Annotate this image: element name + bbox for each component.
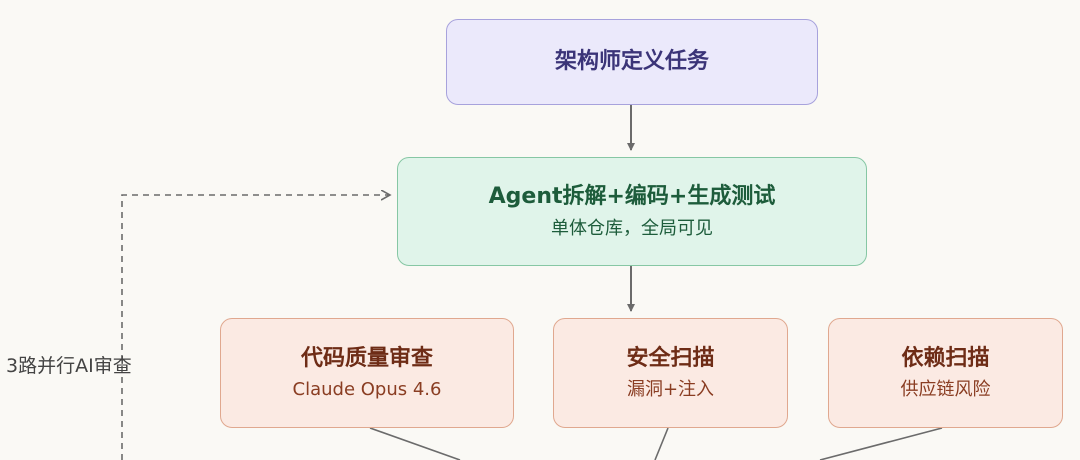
architect-define-task-node: 架构师定义任务: [446, 19, 818, 105]
architect-node-title: 架构师定义任务: [554, 49, 709, 75]
agent-node-title: Agent拆解+编码+生成测试: [488, 184, 776, 210]
connector-security-down: [654, 427, 669, 460]
dependency-scan-node: 依赖扫描 供应链风险: [828, 318, 1063, 428]
quality-node-title: 代码质量审查: [300, 345, 433, 371]
parallel-review-label: 3路并行AI审查: [6, 355, 132, 377]
dependency-node-subtitle: 供应链风险: [900, 379, 991, 401]
security-node-subtitle: 漏洞+注入: [626, 379, 715, 401]
security-node-title: 安全扫描: [626, 345, 715, 371]
feedback-loop-dashed-arrow: [121, 195, 390, 460]
agent-node-subtitle: 单体仓库，全局可见: [551, 217, 713, 239]
quality-node-subtitle: Claude Opus 4.6: [292, 379, 442, 401]
dependency-node-title: 依赖扫描: [901, 345, 990, 371]
security-scan-node: 安全扫描 漏洞+注入: [553, 318, 788, 428]
code-quality-review-node: 代码质量审查 Claude Opus 4.6: [220, 318, 514, 428]
agent-node: Agent拆解+编码+生成测试 单体仓库，全局可见: [397, 157, 867, 266]
connector-dependency-down: [819, 427, 943, 460]
connector-quality-down: [369, 427, 461, 460]
